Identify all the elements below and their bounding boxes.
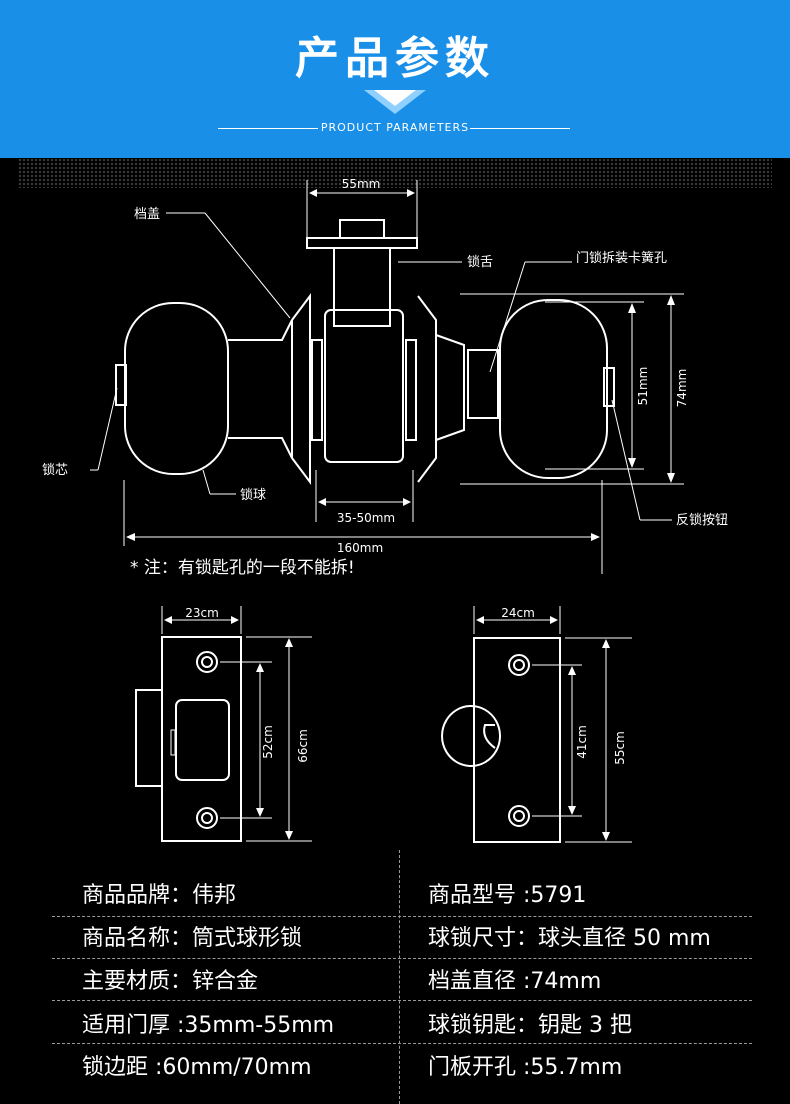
screw-hole-2b <box>508 805 530 827</box>
latch-plate <box>306 237 418 249</box>
dim-total-length: 160mm <box>337 541 383 555</box>
column-divider <box>399 850 400 1104</box>
label-fan-suo: 反锁按钮 <box>676 512 728 528</box>
row-divider <box>52 958 752 959</box>
spec-keys: 球锁钥匙：钥匙 3 把 <box>428 1013 632 1038</box>
chevron-down-icon <box>364 90 426 114</box>
page-title: 产品参数 <box>295 33 495 84</box>
row-divider <box>52 916 752 917</box>
label-suo-she: 锁舌 <box>467 254 493 270</box>
spec-brand: 商品品牌：伟邦 <box>82 883 237 908</box>
header-divider-left <box>218 128 318 129</box>
screw-hole-1a <box>196 651 218 673</box>
row-divider <box>52 1000 752 1001</box>
diagram-note: * 注：有锁匙孔的一段不能拆! <box>130 558 355 578</box>
spec-rose-diameter: 档盖直径 :74mm <box>428 969 602 994</box>
strike-plate-2-hole <box>441 705 501 767</box>
spec-product-name: 商品名称：筒式球形锁 <box>82 926 303 951</box>
left-knob <box>124 302 229 475</box>
dim-outer-74: 74mm <box>675 369 689 408</box>
spec-door-thickness: 适用门厚 :35mm-55mm <box>82 1013 335 1038</box>
lock-cylinder <box>115 364 127 406</box>
strike-plate-1 <box>161 636 242 842</box>
spec-material: 主要材质：锌合金 <box>82 969 259 994</box>
latch-body <box>333 247 391 327</box>
dim-plate2-hole: 41cm <box>575 725 589 759</box>
dim-plate1-hole: 52cm <box>261 725 275 759</box>
spring-hole-collar <box>467 349 499 419</box>
screw-hole-2a <box>508 654 530 676</box>
spec-model: 商品型号 :5791 <box>428 883 587 908</box>
label-suo-qiu: 锁球 <box>240 487 266 503</box>
label-suo-xin: 锁芯 <box>42 462 68 478</box>
label-chai-zhuang: 门锁拆装卡簧孔 <box>576 250 667 266</box>
header-subtitle: PRODUCT PARAMETERS <box>320 121 470 134</box>
strike-plate-1-window <box>175 699 230 781</box>
dim-plate1-width: 23cm <box>185 606 219 620</box>
dim-plate2-height: 55cm <box>613 731 627 765</box>
dim-plate2-width: 24cm <box>501 606 535 620</box>
reverse-lock-button <box>603 367 615 407</box>
dot-texture <box>18 158 772 188</box>
dim-door-thickness: 35-50mm <box>337 511 395 525</box>
right-neck <box>435 334 465 441</box>
latch-bolt <box>339 219 385 239</box>
header-divider-right <box>470 128 570 129</box>
lock-diagram: 55mm 档盖 锁舌 门锁拆装卡簧孔 锁芯 锁球 反锁按钮 51mm 74mm … <box>42 177 728 843</box>
right-ring <box>405 339 417 441</box>
row-divider <box>52 1043 752 1044</box>
spec-backset: 锁边距 :60mm/70mm <box>82 1055 312 1080</box>
right-rose <box>417 295 437 483</box>
header-banner: 产品参数 PRODUCT PARAMETERS <box>0 0 790 158</box>
label-dang-gai: 档盖 <box>134 207 160 222</box>
left-ring <box>311 339 323 441</box>
screw-hole-1b <box>196 807 218 829</box>
strike-plate-1-lip <box>135 689 162 787</box>
strike-plate-2 <box>473 637 561 843</box>
left-neck <box>228 319 293 459</box>
spec-door-hole: 门板开孔 :55.7mm <box>428 1055 623 1080</box>
dim-plate1-height: 66cm <box>296 729 310 763</box>
dim-inner-51: 51mm <box>636 367 650 406</box>
left-rose <box>291 293 311 485</box>
dim-top-width: 55mm <box>342 177 381 191</box>
right-knob <box>499 299 608 479</box>
spec-knob-size: 球锁尺寸：球头直径 50 mm <box>428 926 711 951</box>
lock-body <box>324 309 404 463</box>
